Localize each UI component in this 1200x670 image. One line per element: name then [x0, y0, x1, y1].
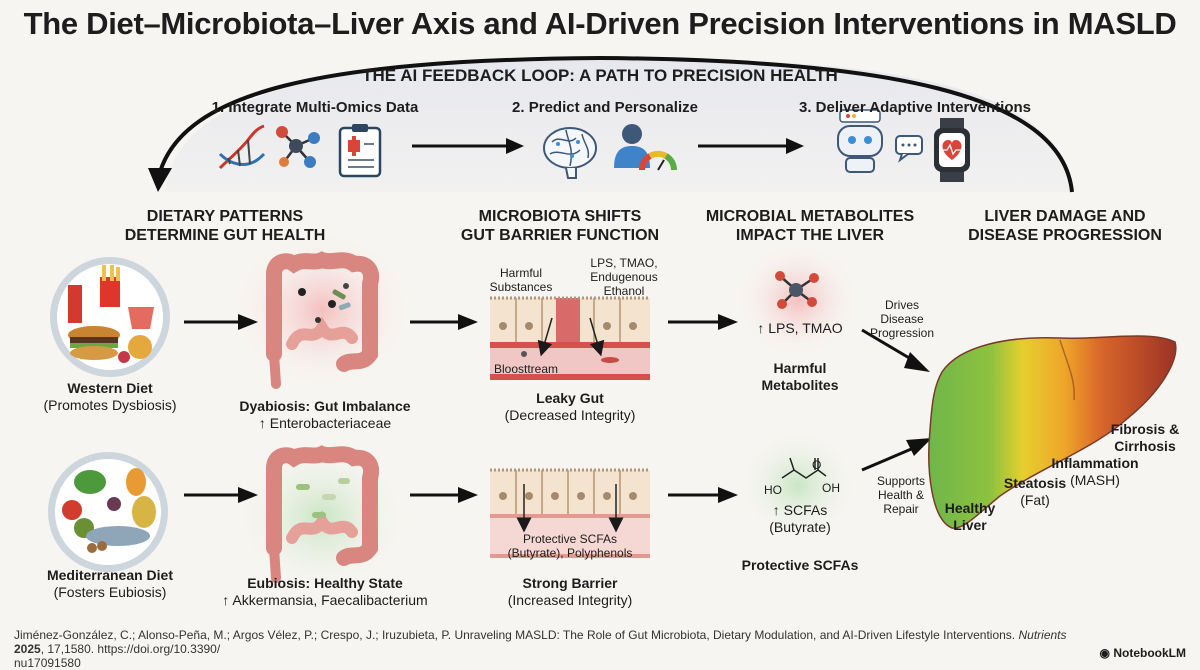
strong-barrier-sub: (Increased Integrity)	[507, 592, 633, 608]
column-header-liver: LIVER DAMAGE AND DISEASE PROGRESSION	[968, 208, 1162, 244]
dna-icon	[218, 124, 266, 170]
ai-loop-background	[165, 58, 1072, 192]
citation-journal: Nutrients	[1018, 628, 1067, 642]
brand-label: ◉ NotebookLM	[1099, 646, 1186, 660]
molecule-ho: HO	[764, 483, 782, 497]
eubiosis-sub: ↑ Akkermansia, Faecalibacterium	[222, 592, 428, 608]
column-header-microbiota: MICROBIOTA SHIFTS GUT BARRIER FUNCTION	[460, 208, 660, 244]
citation-text: Jiménez-González, C.; Alonso-Peña, M.; A…	[14, 628, 1016, 642]
healthy-liver-label: Healthy Liver	[944, 500, 996, 533]
eubiosis-label: Eubiosis: Healthy State	[247, 575, 403, 591]
steatosis-label: Steatosis	[1003, 475, 1067, 491]
western-diet-label: Western Diet	[67, 380, 153, 396]
ai-step-2: 2. Predict and Personalize	[512, 99, 698, 116]
ai-step-1: 1. Integrate Multi-Omics Data	[211, 99, 419, 116]
steatosis-sub: (Fat)	[1020, 492, 1050, 508]
dysbiosis-label: Dyabiosis: Gut Imbalance	[239, 398, 411, 414]
ai-loop-title: THE AI FEEDBACK LOOP: A PATH TO PRECISIO…	[362, 66, 838, 85]
intestine-icon	[266, 445, 379, 583]
mediterranean-diet-plate	[48, 452, 168, 572]
molecule-o: O	[812, 458, 822, 472]
page-title: The Diet–Microbiota–Liver Axis and AI-Dr…	[23, 6, 1177, 41]
supports-health-label: Supports Health & Repair	[876, 474, 926, 516]
leaky-gut-label: Leaky Gut	[536, 390, 604, 406]
inflammation-label: Inflammation	[1051, 455, 1139, 471]
leaky-gut-barrier	[490, 296, 650, 380]
molecule-icon	[775, 271, 819, 309]
citation: Jiménez-González, C.; Alonso-Peña, M.; A…	[14, 628, 1094, 670]
dysbiosis-sub: ↑ Enterobacteriaceae	[258, 415, 392, 431]
molecule-icon	[276, 126, 320, 168]
clipboard-icon	[338, 124, 382, 178]
drives-progression-label: Drives Disease Progression	[869, 298, 935, 340]
fibrosis-label: Fibrosis & Cirrhosis	[1110, 421, 1180, 454]
harmful-metabolites-label: Harmful Metabolites	[761, 360, 839, 393]
chat-bubble-icon	[895, 135, 923, 163]
leaky-gut-sub: (Decreased Integrity)	[504, 407, 636, 423]
ai-loop-arrowhead	[148, 168, 172, 192]
protective-scfas-label: Protective SCFAs	[741, 557, 859, 573]
inflammation-sub: (MASH)	[1070, 472, 1120, 488]
ai-loop-arc	[158, 55, 1074, 193]
strong-barrier-label: Strong Barrier	[522, 575, 618, 591]
butyrate-molecule	[781, 457, 827, 479]
mediterranean-diet-label: Mediterranean Diet	[46, 567, 174, 583]
smartwatch-icon	[934, 118, 970, 182]
citation-rest: , 17,1580. https://doi.org/10.3390/ nu17…	[14, 642, 221, 670]
chatbot-icon	[837, 109, 883, 173]
toxins-label: LPS, TMAO, Endugenous Ethanol	[590, 256, 658, 298]
liver-icon	[928, 335, 1177, 529]
notebooklm-icon: ◉	[1099, 646, 1110, 660]
strong-barrier	[490, 468, 650, 558]
citation-year: 2025	[14, 642, 41, 656]
intestine-icon	[266, 251, 379, 389]
gauge-icon	[638, 150, 678, 171]
column-header-metabolites: MICROBIAL METABOLITES IMPACT THE LIVER	[705, 208, 915, 244]
bloodstream-label: Bloosttream	[494, 362, 559, 376]
western-diet-sub: (Promotes Dysbiosis)	[43, 397, 177, 413]
western-diet-plate	[50, 257, 170, 377]
brain-icon	[543, 127, 597, 179]
column-header-diet: DIETARY PATTERNS DETERMINE GUT HEALTH	[124, 208, 326, 244]
protective-scfa-barrier-label: Protective SCFAs (Butyrate), Polyphenols	[507, 532, 633, 560]
ai-step-3: 3. Deliver Adaptive Interventions	[798, 99, 1032, 116]
molecule-oh: OH	[822, 481, 840, 495]
mediterranean-diet-sub: (Fosters Eubiosis)	[53, 584, 167, 600]
harmful-metabolite-value: ↑ LPS, TMAO	[757, 320, 843, 336]
harmful-substances-label: Harmful Substances	[489, 266, 553, 294]
scfa-metabolite-value: ↑ SCFAs (Butyrate)	[769, 502, 831, 535]
